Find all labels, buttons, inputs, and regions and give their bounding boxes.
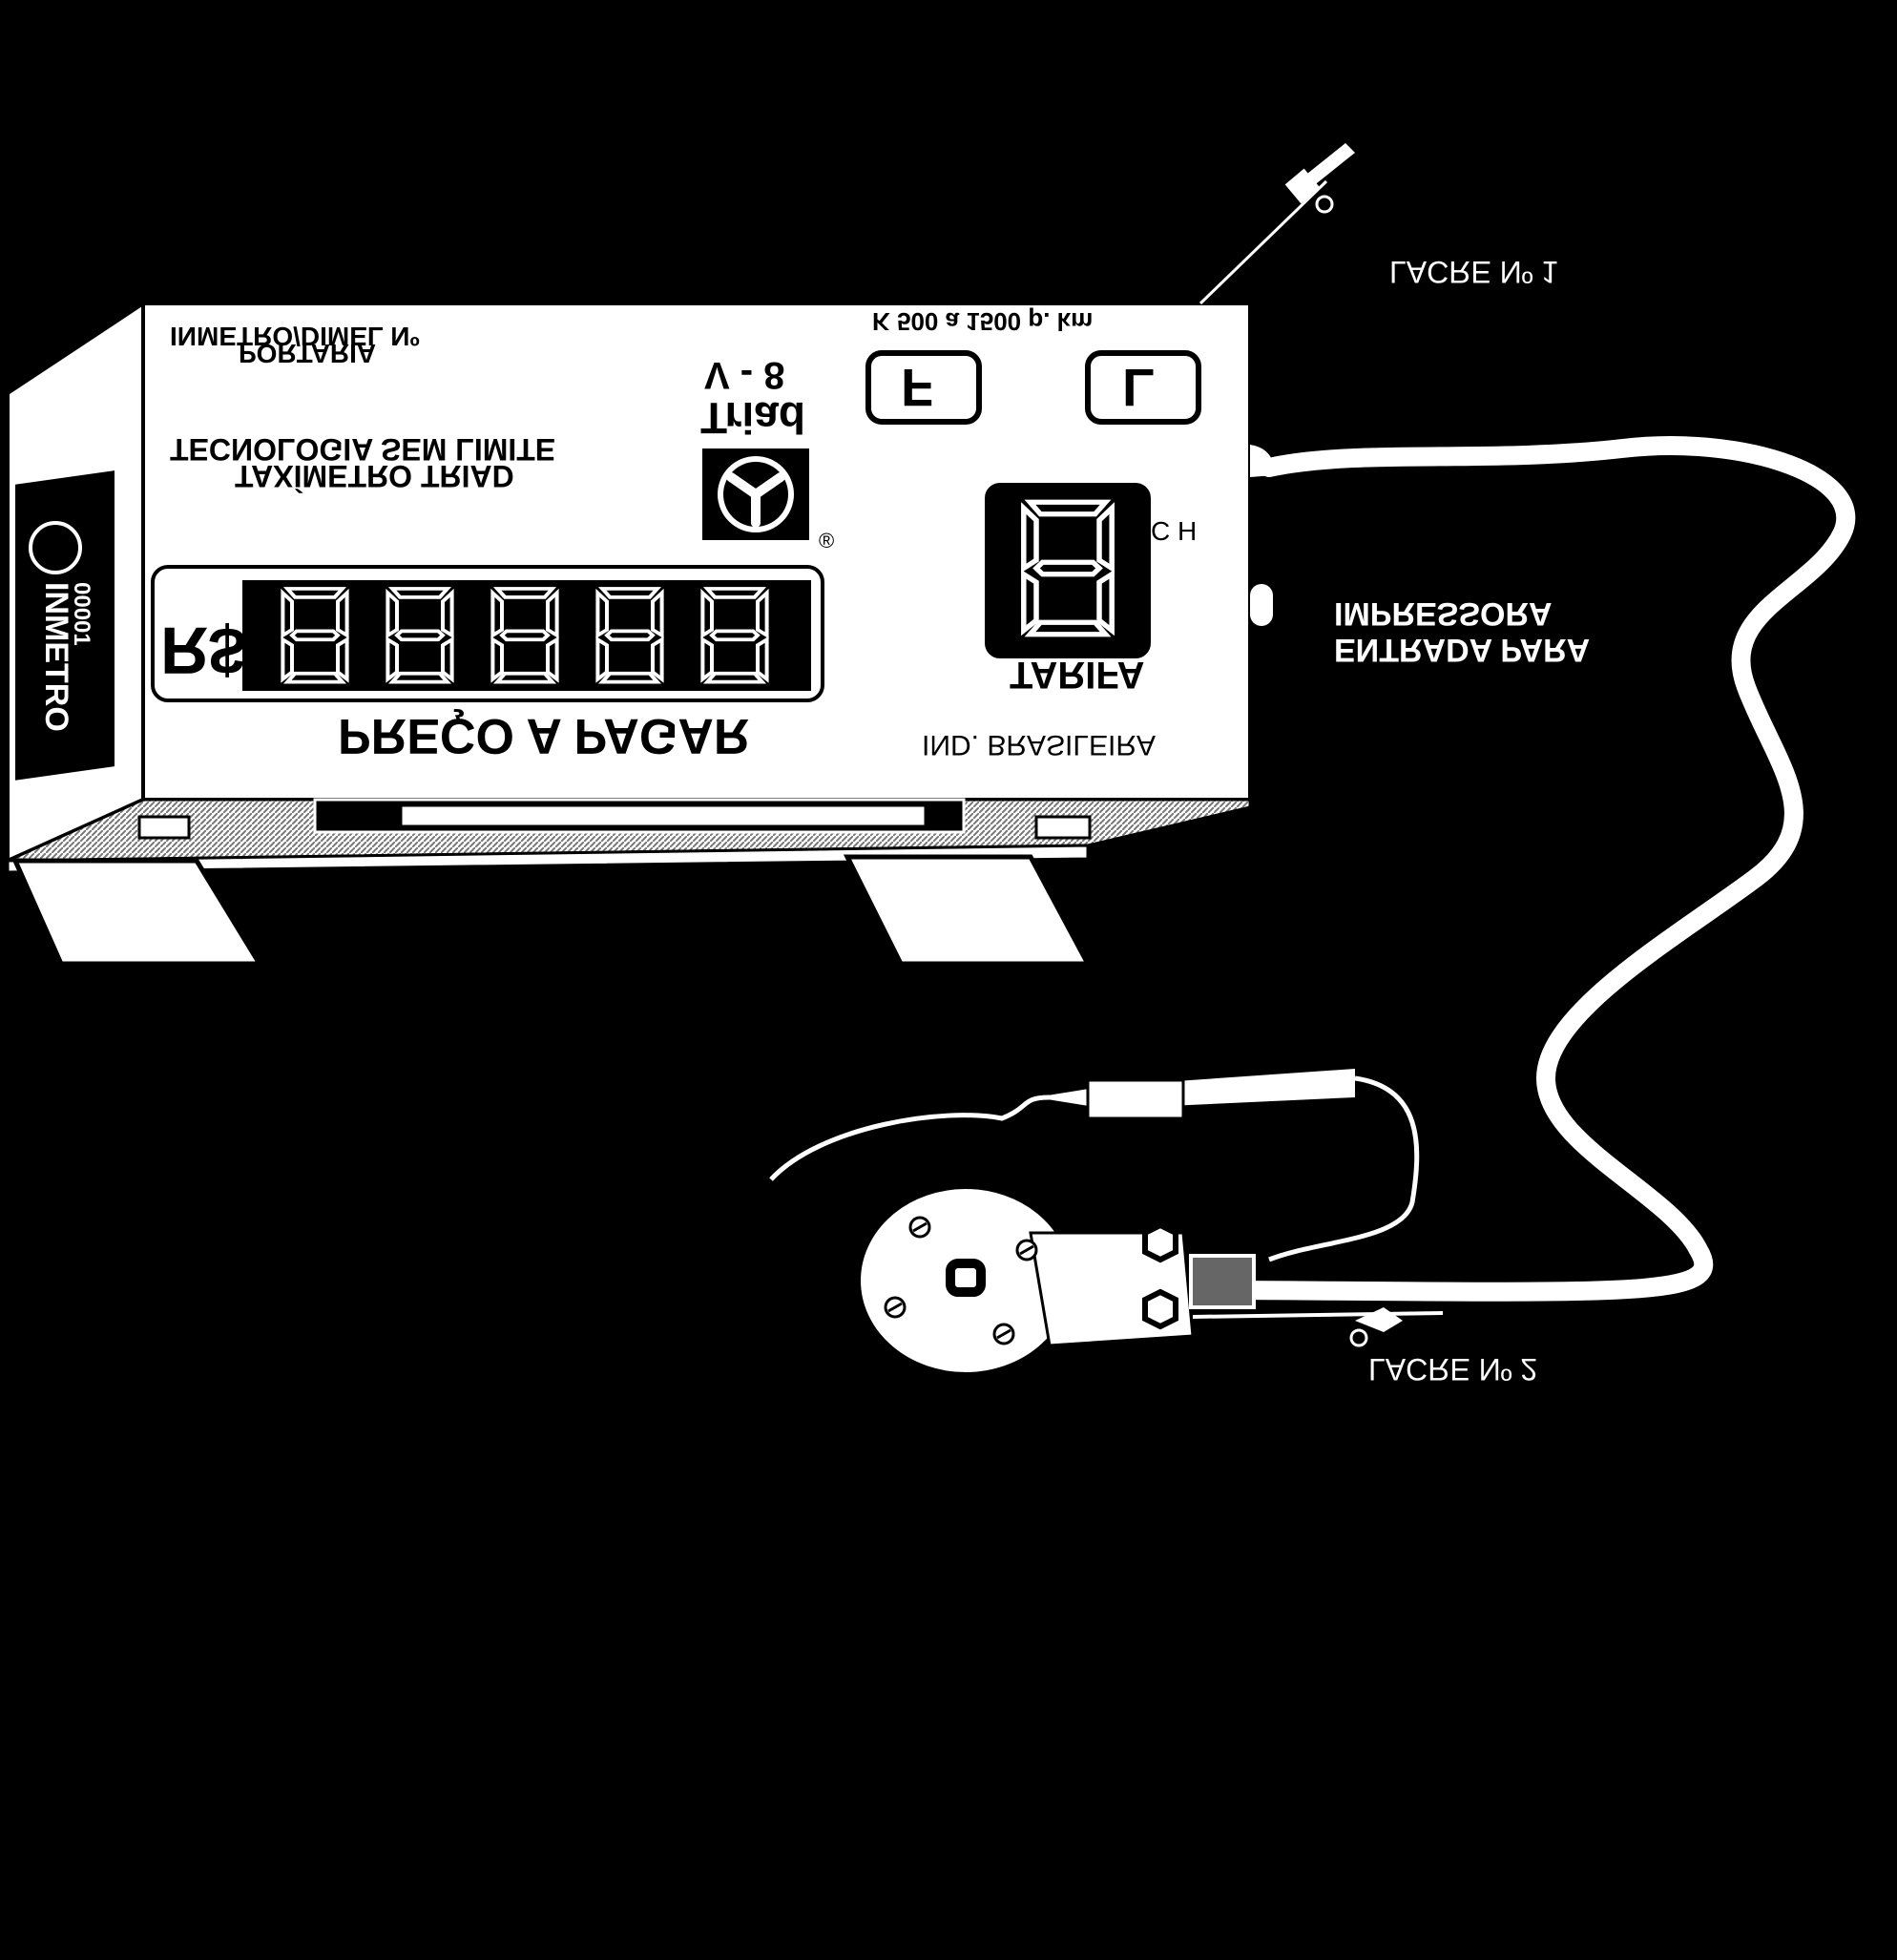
price-label: PREÇO A PAGAR	[338, 708, 749, 763]
tariff-display	[985, 483, 1151, 658]
screw-icon	[1015, 1239, 1038, 1261]
sensor-wire	[769, 1069, 1420, 1262]
wire-connector	[1086, 1078, 1185, 1120]
button-f[interactable]	[865, 350, 982, 425]
industry-label: IND. BRASILEIRA	[922, 729, 1156, 761]
lacre-2-seal	[1192, 1307, 1444, 1347]
sensor-cable	[1231, 436, 1856, 1302]
portaria-title: PORTARIA	[239, 339, 376, 368]
printer-input-label-line1: ENTRADA PARA	[1334, 632, 1590, 668]
slogan: TECNOLOGIA SEM LIMITE	[170, 432, 555, 467]
speed-sensor	[857, 1185, 1256, 1376]
lacre-1-label: LACRE Nº 1	[1389, 255, 1558, 289]
button-l[interactable]	[1085, 350, 1201, 425]
sensor-center-hole	[946, 1259, 986, 1297]
ch-label: C H	[1151, 516, 1197, 546]
printer-input-label-line2: IMPRESSORA	[1334, 595, 1553, 632]
printer-port	[1250, 584, 1273, 626]
inmetro-label: INMETRO/DIMEL Nº	[170, 322, 420, 351]
brand-logo-text: Triad	[700, 393, 805, 443]
base-slot-window	[399, 803, 928, 828]
registered-mark: ®	[819, 529, 834, 553]
side-label-circle-icon	[29, 521, 82, 574]
triad-logo-icon	[718, 456, 794, 532]
currency-label: R$	[160, 614, 245, 688]
device-base-plate	[6, 844, 1090, 874]
brand-title: TAXÍMETRO TRIAD	[235, 459, 514, 493]
side-label-code: 00001	[69, 582, 94, 646]
hex-nut-icon	[1142, 1288, 1178, 1330]
device-foot-left	[11, 858, 264, 967]
device-face-content: PORTARIA INMETRO/DIMEL Nº TAXÍMETRO TRIA…	[0, 0, 1201, 763]
base-connector-left	[137, 815, 191, 840]
sensor-plug	[1189, 1254, 1256, 1309]
lacre-1-seal	[1199, 143, 1355, 305]
pulse-range-label: K 500 a 1500 p. km	[872, 307, 1093, 336]
hex-nut-icon	[1142, 1221, 1178, 1263]
price-digit-value: 8	[0, 0, 1, 1]
price-digit-value: 8	[0, 0, 1, 1]
button-l-label: L	[1122, 358, 1155, 418]
price-digit-value: 8	[0, 0, 1, 1]
price-digit-value: 8	[0, 0, 1, 1]
button-f-label: F	[901, 358, 933, 418]
screw-icon	[884, 1296, 907, 1319]
device-foot-right	[843, 854, 1093, 967]
lacre-2-label: LACRE Nº 2	[1368, 1352, 1537, 1387]
screw-icon	[992, 1323, 1015, 1345]
screw-icon	[908, 1216, 931, 1239]
base-connector-right	[1034, 815, 1092, 840]
tariff-label: TARIFA	[1010, 654, 1144, 696]
model-label: V - 8	[704, 354, 784, 396]
price-digit-value: 8	[0, 0, 1, 1]
side-label-text: INMETRO	[38, 582, 74, 732]
tariff-digit: 8	[0, 0, 1, 1]
